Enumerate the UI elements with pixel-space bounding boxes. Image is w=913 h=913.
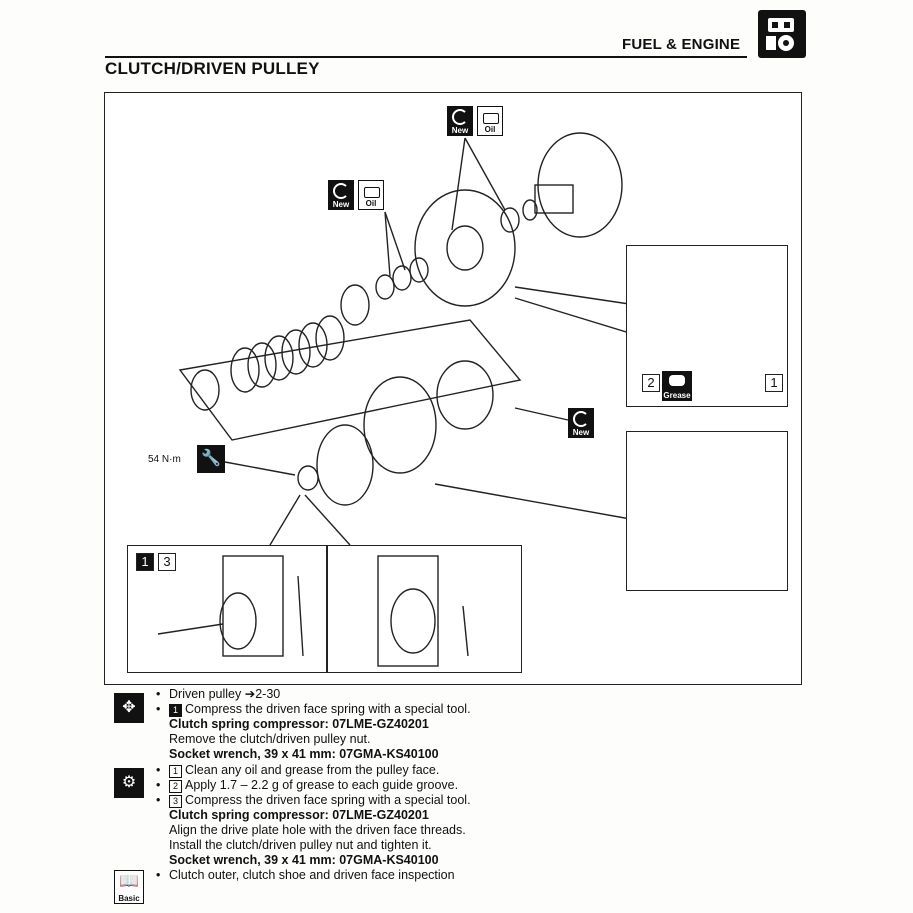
replace-arrow-icon [333, 183, 349, 199]
inset-divider [326, 546, 328, 672]
callout-1: 1 [136, 553, 154, 571]
collar [340, 284, 370, 326]
clutch-shoe-inset [626, 431, 788, 591]
oil-badge: Oil [358, 180, 384, 210]
o-ring [375, 274, 395, 300]
engine-icon [758, 10, 806, 58]
oil-can-icon [483, 113, 499, 124]
clutch-shoes [363, 376, 437, 474]
driven-face [414, 189, 516, 307]
callout-3: 3 [158, 553, 176, 571]
callout-2: 2 [642, 374, 660, 392]
torque-value: 54 N·m [148, 454, 181, 465]
oil-can-icon [364, 187, 380, 198]
grease-tube-icon [669, 375, 685, 386]
grease-badge: Grease [662, 371, 692, 401]
oil-badge: Oil [477, 106, 503, 136]
replace-arrow-icon [573, 411, 589, 427]
spring-coils [190, 315, 345, 411]
pulley-inset: 2 1 [626, 245, 788, 407]
tool-procedure-drawing [157, 555, 469, 667]
tool-procedure-inset: 1 3 [127, 545, 522, 673]
o-ring [409, 257, 429, 283]
wrench-icon: 🔧 [197, 445, 225, 473]
clutch-outer [316, 424, 374, 506]
tray-outline [178, 319, 522, 441]
header-rule [105, 56, 747, 58]
section-title: FUEL & ENGINE [622, 36, 741, 53]
page-title: CLUTCH/DRIVEN PULLEY [105, 59, 320, 78]
o-ring [392, 265, 412, 291]
new-badge: New [328, 180, 354, 210]
replace-arrow-icon [452, 109, 468, 125]
new-badge: New [447, 106, 473, 136]
drive-plate [436, 360, 494, 430]
new-badge: New [568, 408, 594, 438]
callout-1: 1 [765, 374, 783, 392]
nut [297, 465, 319, 491]
